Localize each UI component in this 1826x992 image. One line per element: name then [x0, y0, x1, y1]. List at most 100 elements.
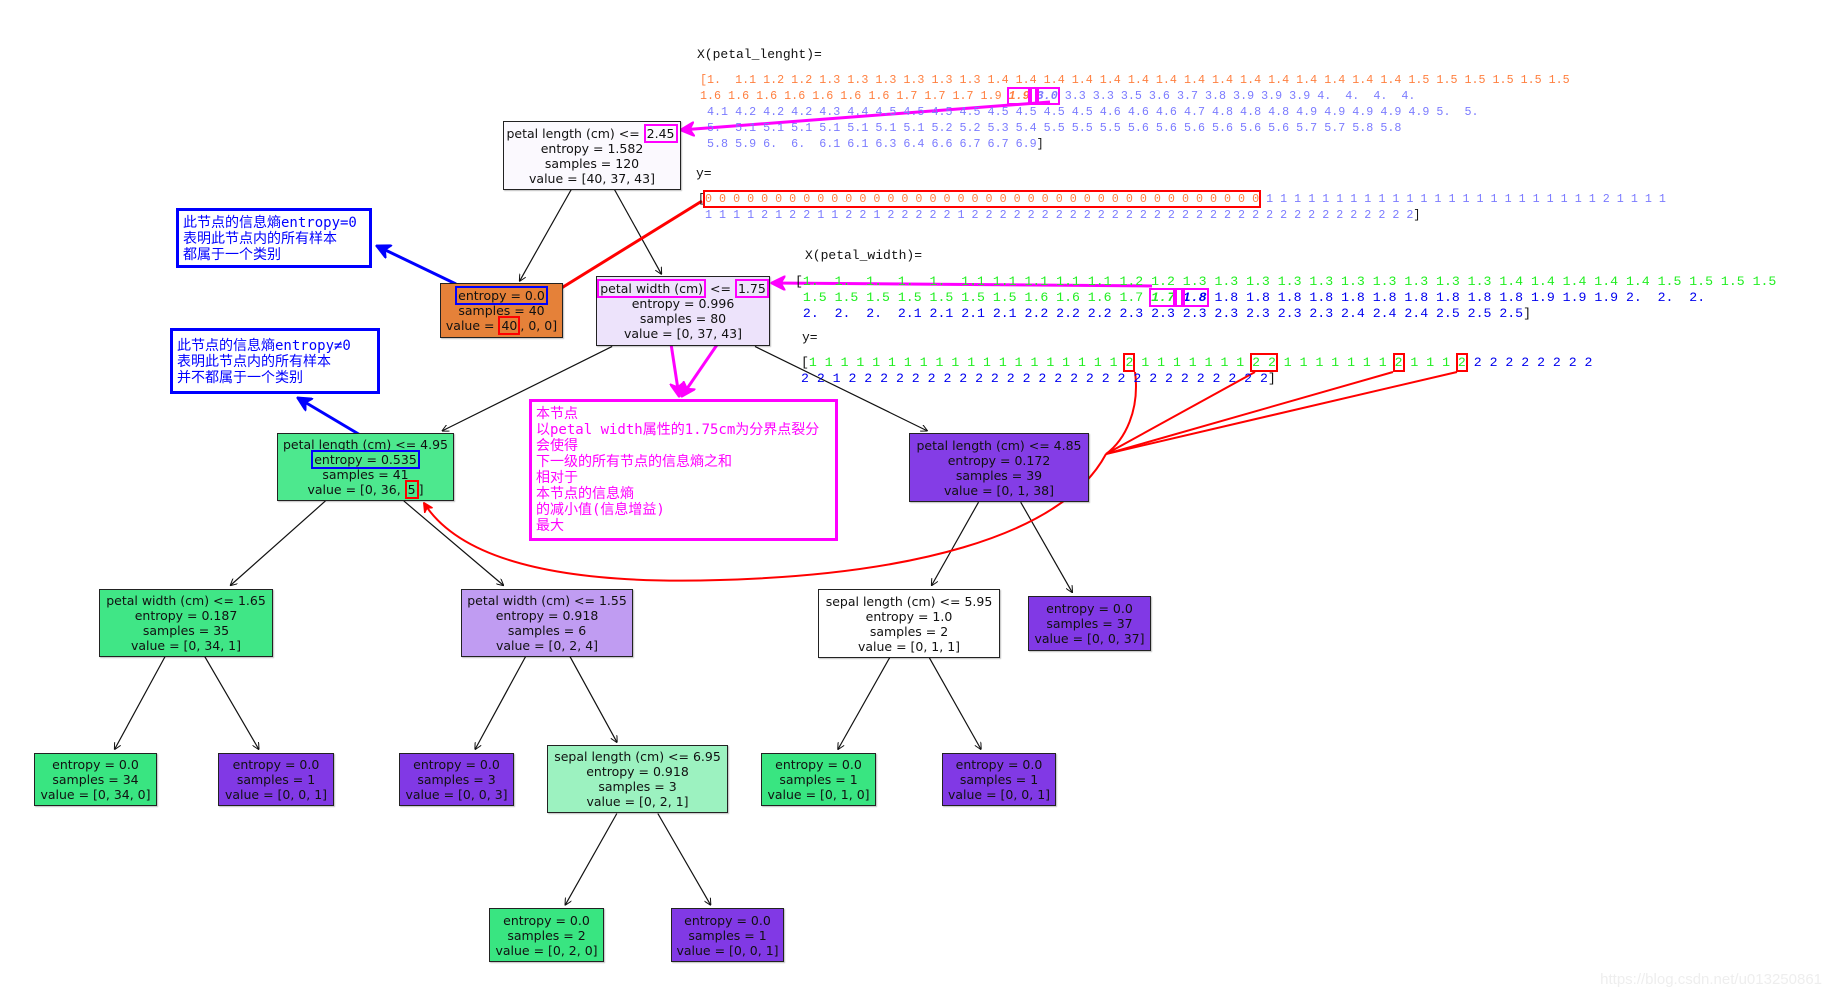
- highlighted-values: 2: [1123, 353, 1136, 372]
- node-line: samples = 39: [955, 467, 1043, 483]
- watermark: https://blog.csdn.net/u013250861: [1600, 971, 1822, 988]
- node-line: samples = 2: [869, 623, 949, 639]
- note-entropy-zero: 此节点的信息熵entropy=0 表明此节点内的所有样本 都属于一个类别: [176, 208, 372, 268]
- values: 1 1 1 1 1 1 1: [1133, 355, 1253, 370]
- values: [: [698, 192, 706, 206]
- node-line: petal width (cm) <= 1.75: [597, 279, 769, 298]
- node-line: samples = 34: [52, 772, 139, 787]
- value-row: 1.6 1.6 1.6 1.6 1.6 1.6 1.6 1.7 1.7 1.7 …: [700, 87, 1416, 105]
- node-line: petal width (cm) <= 1.55: [467, 593, 627, 608]
- highlight-magenta: 2.45: [643, 123, 678, 143]
- value-row: 1 1 1 1 2 1 2 2 1 1 2 2 1 2 2 2 2 2 1 2 …: [698, 207, 1420, 223]
- note-line: 最大: [536, 518, 564, 534]
- node-line: sepal length (cm) <= 6.95: [554, 749, 721, 764]
- note-line: 本节点: [536, 406, 578, 422]
- note-line: 表明此节点内的所有样本: [177, 354, 331, 370]
- node-line: petal width (cm) <= 1.65: [106, 593, 266, 608]
- annotation-line-class2: [1105, 371, 1458, 455]
- values: 1.5 1.5 1.5 1.5 1.5 1.5 1.5 1.6 1.6 1.6 …: [795, 290, 1152, 305]
- node-line: value = 40, 0, 0]: [446, 316, 557, 335]
- node-line: entropy = 0.0: [503, 912, 590, 928]
- values: 2. 2. 2. 2.1 2.1 2.1 2.1 2.2 2.2 2.2 2.3…: [795, 306, 1524, 321]
- note-line: 相对于: [536, 470, 578, 486]
- highlighted-values: 2: [1392, 353, 1405, 372]
- highlight-red: 5: [404, 480, 419, 499]
- note-line: 表明此节点内的所有样本: [183, 231, 337, 247]
- value-row: [1 1 1 1 1 1 1 1 1 1 1 1 1 1 1 1 1 1 1 1…: [801, 353, 1592, 372]
- node-line: entropy = 0.0: [684, 912, 771, 928]
- node-line: entropy = 0.0: [1046, 601, 1133, 616]
- tree-edge: [403, 500, 503, 585]
- node-line: samples = 80: [639, 311, 727, 326]
- values: 1.6 1.6 1.6 1.6 1.6 1.6 1.6 1.7 1.7 1.7 …: [700, 89, 1009, 103]
- tree-edge: [231, 500, 326, 585]
- node-line: entropy = 0.918: [495, 608, 599, 623]
- node-line: entropy = 0.0: [455, 286, 548, 305]
- note-line: 下一级的所有节点的信息熵之和: [536, 454, 732, 470]
- node-line: petal length (cm) <= 4.95: [283, 437, 448, 452]
- node-line: entropy = 0.187: [134, 608, 238, 623]
- note-line: 以petal width属性的1.75cm为分界点裂分: [536, 422, 820, 438]
- annotation-line-class2: [1105, 371, 1137, 455]
- tree-edge: [204, 656, 259, 749]
- node-line: value = [0, 1, 1]: [857, 638, 961, 654]
- node-line: value = [0, 1, 38]: [943, 482, 1055, 498]
- node-text: value = [0, 36,: [307, 482, 405, 497]
- values: 4.1 4.2 4.2 4.2 4.3 4.4 4.5 4.5 4.5 4.5 …: [700, 105, 1479, 119]
- values: 1 1 1 1 2 1 2 2 1 1 2 2 1 2 2 2 2 2 1 2 …: [698, 208, 1414, 222]
- value-row: [1. 1. 1. 1. 1. 1.1 1.1 1.1 1.1 1.1 1.2 …: [795, 274, 1776, 290]
- tree-edge: [442, 345, 613, 430]
- node-line: entropy = 0.996: [631, 296, 735, 311]
- values: 5. 5.1 5.1 5.1 5.1 5.1 5.1 5.1 5.2 5.2 5…: [700, 121, 1402, 135]
- tree-edge: [565, 813, 618, 904]
- note-line: 本节点的信息熵: [536, 486, 634, 502]
- node-line: samples = 2: [507, 927, 586, 943]
- highlighted-values: 1.8: [1180, 288, 1209, 307]
- node-line: entropy = 0.0: [775, 757, 862, 772]
- node-line: value = [0, 0, 37]: [1034, 631, 1145, 646]
- value-row: 4.1 4.2 4.2 4.2 4.3 4.4 4.5 4.5 4.5 4.5 …: [700, 104, 1479, 120]
- node-line: samples = 120: [544, 155, 640, 171]
- node-line: petal length (cm) <= 4.85: [916, 437, 1082, 453]
- tree-edge: [838, 657, 891, 749]
- tree-edge: [520, 189, 572, 281]
- note-line: 此节点的信息熵entropy≠0: [177, 338, 351, 354]
- node-line: samples = 6: [507, 623, 587, 638]
- tree-edge: [932, 501, 980, 585]
- tree-edge: [569, 656, 617, 742]
- node-line: value = [0, 2, 4]: [495, 638, 599, 653]
- node-line: samples = 1: [688, 927, 767, 943]
- note-line: 都属于一个类别: [183, 247, 281, 263]
- highlighted-values: 3.0: [1034, 87, 1060, 105]
- highlighted-values: 1.7: [1149, 288, 1177, 307]
- values: 3.3 3.3 3.5 3.6 3.7 3.8 3.9 3.9 3.9 4. 4…: [1057, 89, 1416, 103]
- node-line: value = [0, 2, 1]: [586, 794, 689, 809]
- node-line: value = [0, 37, 43]: [624, 326, 742, 341]
- node-text: <=: [706, 281, 735, 296]
- highlight-blue: entropy = 0.535: [311, 450, 420, 469]
- tree-edge: [475, 656, 527, 749]
- value-row: 5.8 5.9 6. 6. 6.1 6.1 6.3 6.4 6.6 6.7 6.…: [700, 136, 1044, 152]
- highlighted-values: 0 0 0 0 0 0 0 0 0 0 0 0 0 0 0 0 0 0 0 0 …: [703, 190, 1262, 208]
- node-line: samples = 40: [458, 303, 545, 318]
- petal-length-y-label: y=: [696, 166, 712, 181]
- petal-width-y-label: y=: [802, 330, 818, 345]
- note-information-gain: 本节点 以petal width属性的1.75cm为分界点裂分 会使得 下一级的…: [529, 399, 838, 541]
- values: [: [795, 274, 803, 289]
- value-row: 1.5 1.5 1.5 1.5 1.5 1.5 1.5 1.6 1.6 1.6 …: [795, 288, 1705, 307]
- node-line: samples = 35: [142, 623, 230, 638]
